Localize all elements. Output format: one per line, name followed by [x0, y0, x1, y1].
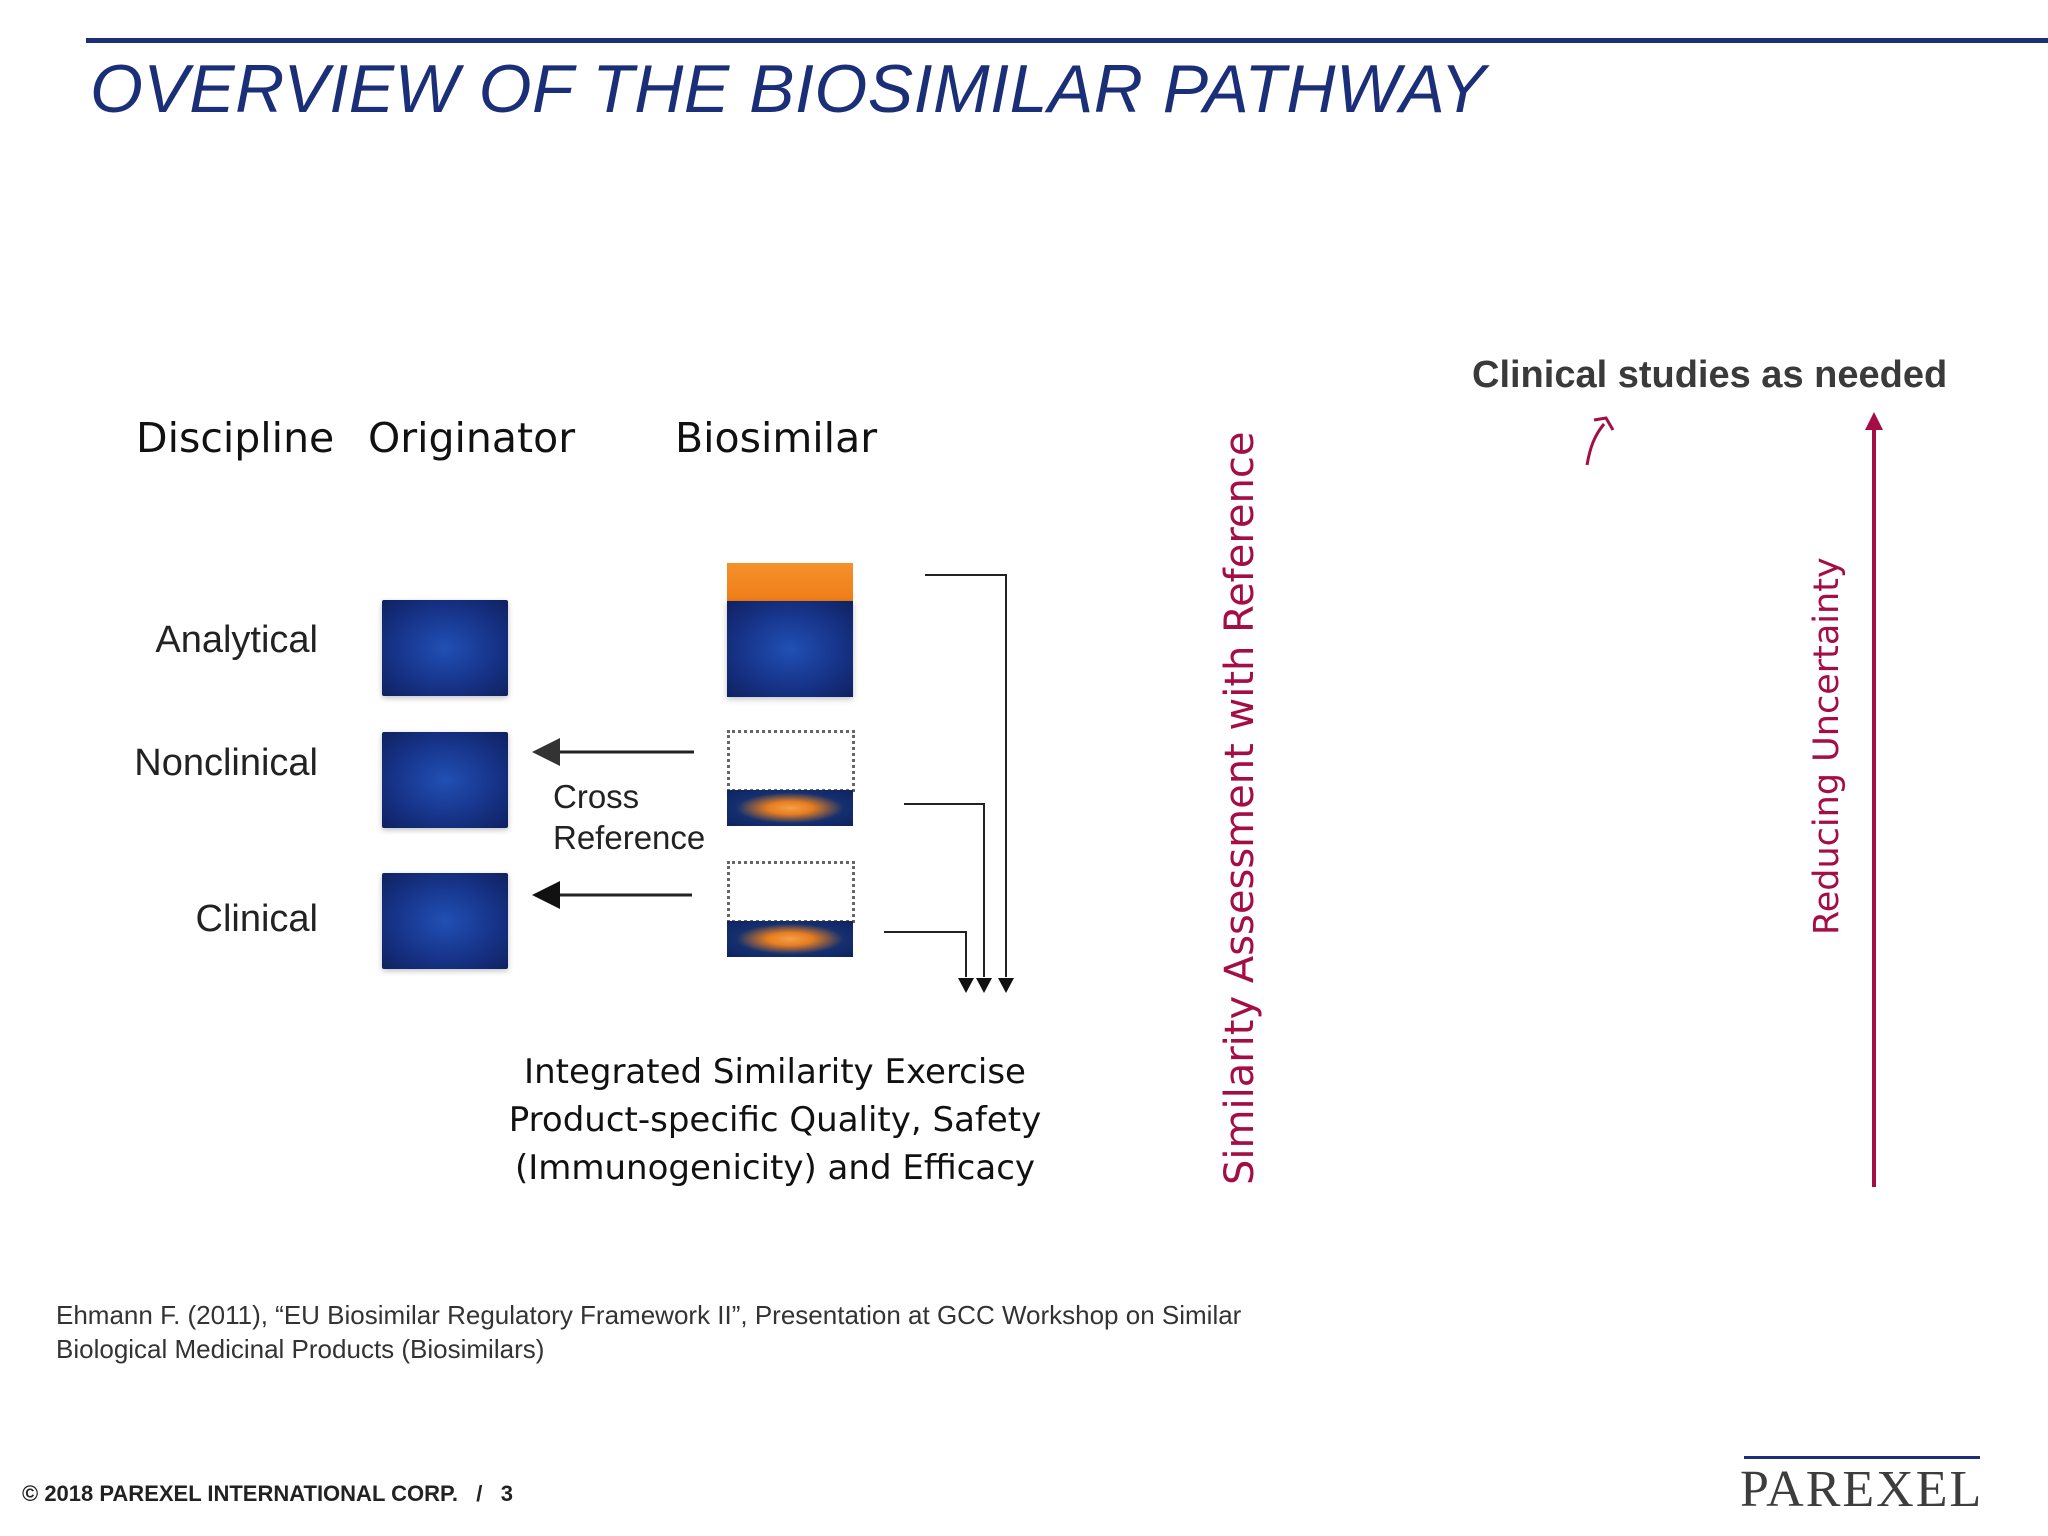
cross-ref-arrow-nonclinical-head	[532, 738, 560, 766]
originator-analytical-block	[382, 600, 508, 696]
biosimilar-clinical-bar	[727, 921, 853, 957]
clinical-route-line	[884, 931, 967, 977]
header-originator: Originator	[368, 414, 576, 462]
integrated-similarity-text: Integrated Similarity Exercise Product-s…	[500, 1048, 1050, 1192]
route-arrowhead-1	[958, 978, 974, 993]
integrated-line3: (Immunogenicity) and Efficacy	[514, 1148, 1036, 1188]
route-arrowhead-3	[998, 978, 1014, 993]
nonclinical-route-line	[904, 803, 985, 977]
originator-clinical-block	[382, 873, 508, 969]
reducing-uncertainty-arrow-head	[1865, 412, 1883, 430]
integrated-line2: Product-specific Quality, Safety	[508, 1100, 1042, 1140]
route-arrowhead-2	[976, 978, 992, 993]
clinical-studies-curved-arrow-head	[1593, 416, 1615, 431]
citation: Ehmann F. (2011), “EU Biosimilar Regulat…	[56, 1298, 1456, 1366]
cross-reference-line1: Cross	[553, 778, 640, 815]
header-discipline: Discipline	[136, 414, 335, 462]
originator-nonclinical-block	[382, 732, 508, 828]
parexel-logo: PAREXEL	[1740, 1461, 1984, 1518]
clinical-studies-curved-arrow	[1585, 423, 1606, 466]
row-label-nonclinical: Nonclinical	[134, 742, 318, 784]
biosimilar-analytical-orange-cap	[727, 563, 853, 601]
header-biosimilar: Biosimilar	[675, 414, 878, 462]
citation-line1: Ehmann F. (2011), “EU Biosimilar Regulat…	[56, 1300, 1242, 1330]
biosimilar-analytical-block	[727, 601, 853, 697]
cross-ref-arrow-clinical-head	[532, 881, 560, 909]
page-title: OVERVIEW OF THE BIOSIMILAR PATHWAY	[90, 51, 1487, 127]
row-label-clinical: Clinical	[195, 898, 318, 940]
analytical-route-line	[925, 574, 1007, 977]
citation-line2: Biological Medicinal Products (Biosimila…	[56, 1334, 545, 1364]
integrated-line1: Integrated Similarity Exercise	[524, 1052, 1026, 1092]
title-rule	[86, 38, 2048, 43]
clinical-studies-label: Clinical studies as needed	[1472, 354, 1948, 396]
cross-reference-label: Cross Reference	[553, 776, 705, 858]
row-label-analytical: Analytical	[155, 619, 318, 661]
logo-rule	[1744, 1456, 1980, 1459]
cross-reference-line2: Reference	[553, 819, 706, 856]
footer-copyright: © 2018 PAREXEL INTERNATIONAL CORP. / 3	[22, 1481, 513, 1506]
biosimilar-nonclinical-dashed-box	[727, 730, 855, 792]
biosimilar-nonclinical-bar	[727, 790, 853, 826]
